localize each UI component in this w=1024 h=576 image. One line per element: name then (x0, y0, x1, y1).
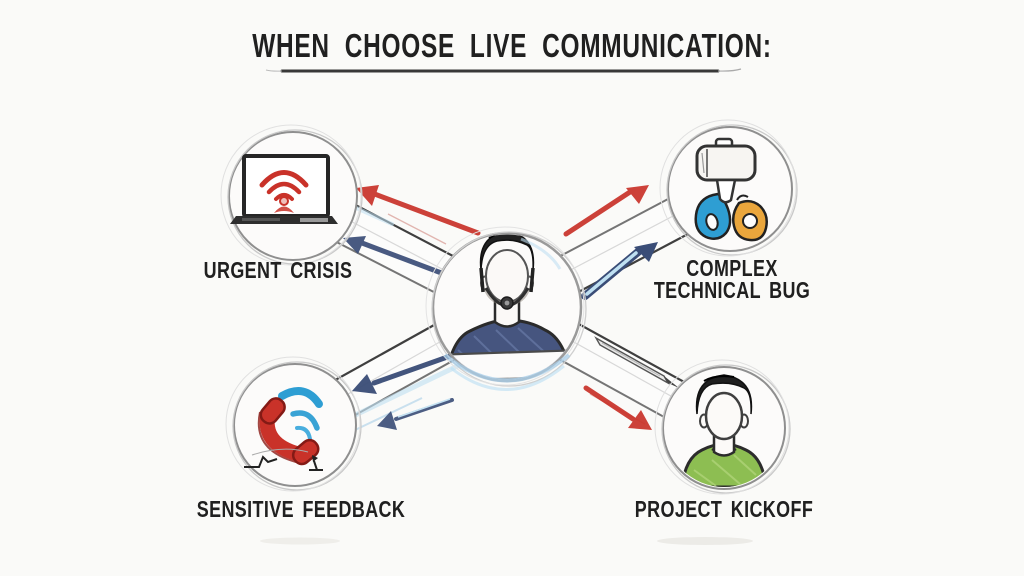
laptop-wifi-alert-icon (230, 154, 338, 224)
arrow-navy-small-to-bottom-left (377, 398, 454, 430)
label-sensitive-feedback: SENSITIVE FEEDBACK (176, 496, 426, 522)
blue-sketch-arc-top (520, 237, 562, 270)
label-line: PROJECT KICKOFF (634, 496, 814, 522)
page-title: WHEN CHOOSE LIVE COMMUNICATION: (252, 27, 772, 64)
title-underline (265, 68, 742, 73)
pen-icon (594, 336, 679, 388)
node-project-kickoff (654, 359, 791, 495)
label-urgent-crisis: URGENT CRISIS (153, 257, 403, 283)
center-hub (425, 226, 587, 391)
label-line: SENSITIVE FEEDBACK (196, 496, 406, 522)
label-complex-technical-bug: COMPLEX TECHNICAL BUG (607, 255, 857, 303)
person-green-shirt-icon (680, 374, 768, 487)
phone-call-waves-icon (244, 387, 323, 471)
label-line: URGENT CRISIS (203, 257, 353, 283)
label-line: COMPLEX (686, 255, 778, 281)
label-line: TECHNICAL BUG (653, 277, 811, 303)
node-urgent-crisis (220, 124, 363, 266)
hammer-wrenches-icon (694, 137, 768, 242)
blue-sketch-arc-bottom-2 (450, 364, 565, 391)
arrow-red-to-top-right (563, 185, 649, 237)
node-complex-technical-bug (659, 119, 798, 257)
arrow-red-to-bottom-right (583, 385, 652, 430)
arrow-navy-to-top-right (581, 242, 658, 300)
arrow-navy-to-top-left (343, 236, 455, 280)
blue-sketch-arc-bottom (443, 353, 571, 383)
node-sensitive-feedback (225, 356, 362, 492)
label-project-kickoff: PROJECT KICKOFF (599, 496, 849, 522)
